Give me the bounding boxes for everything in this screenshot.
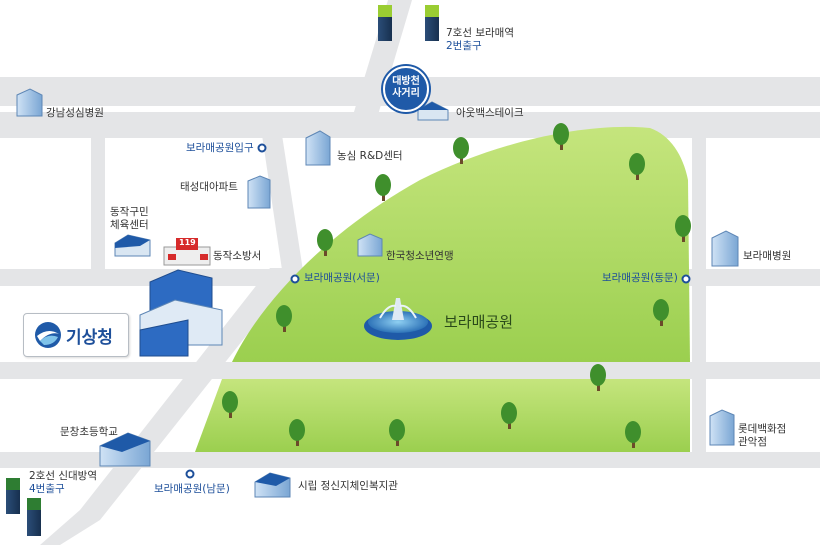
youth-federation-label[interactable]: 한국청소년연맹 <box>386 250 454 262</box>
gangnam-hospital-building-icon <box>16 88 43 117</box>
tree <box>222 391 238 418</box>
school-building-icon <box>99 432 151 467</box>
park-lower-lawn <box>195 379 690 452</box>
entrance-south-marker[interactable] <box>185 469 195 479</box>
sports-center-building-icon <box>114 234 151 257</box>
road-upper <box>0 112 820 138</box>
fire-station-sign: 119 <box>179 238 196 247</box>
agency-building-icon <box>139 269 223 357</box>
station-line7-name: 7호선 보라매역 <box>446 27 514 39</box>
intersection-badge: 대방천 사거리 <box>383 66 429 112</box>
station-line7-icon <box>378 5 439 41</box>
park-name-label[interactable]: 보라매공원 <box>444 313 514 331</box>
entrance-south-label[interactable]: 보라매공원(남문) <box>154 483 230 495</box>
entrance-markers <box>185 143 691 479</box>
lotte-line2: 관악점 <box>738 436 767 448</box>
agency-name: 기상청 <box>66 328 113 348</box>
entrance-main-label[interactable]: 보라매공원입구 <box>186 142 254 154</box>
apartment-building-icon <box>247 175 271 209</box>
lotte-label[interactable]: 롯데백화점 관악점 <box>738 423 786 449</box>
welfare-building-icon <box>254 472 291 498</box>
tree <box>675 215 691 242</box>
tree <box>501 402 517 429</box>
station-line2-exit: 4번출구 <box>29 483 65 495</box>
park-upper-lawn <box>232 126 690 362</box>
tree <box>625 421 641 448</box>
tree <box>317 229 333 256</box>
sports-center-line2: 체육센터 <box>110 219 149 231</box>
taesung-apartment-label[interactable]: 태성대아파트 <box>180 181 238 193</box>
welfare-center-label[interactable]: 시립 정신지체인복지관 <box>298 480 398 492</box>
tree <box>389 419 405 446</box>
boramae-hospital-label[interactable]: 보라매병원 <box>743 250 792 262</box>
school-label[interactable]: 문창초등학교 <box>60 426 118 438</box>
lotte-building-icon <box>709 409 735 446</box>
tree <box>629 153 645 180</box>
fire-station-label[interactable]: 동작소방서 <box>213 250 262 262</box>
road-left-vertical <box>91 138 105 273</box>
road-west-diagonal <box>262 135 306 290</box>
fountain-icon <box>364 298 432 340</box>
fire-station-building-icon <box>163 238 211 266</box>
station-line2-label[interactable]: 2호선 신대방역 4번출구 <box>29 470 97 496</box>
intersection-line2: 사거리 <box>392 88 420 99</box>
station-line2-icon <box>6 478 41 536</box>
lotte-line1: 롯데백화점 <box>738 423 787 435</box>
tree <box>375 174 391 201</box>
tree <box>590 364 606 391</box>
tree <box>453 137 469 164</box>
youth-building-icon <box>357 233 383 257</box>
trees <box>222 123 691 448</box>
station-line2-name: 2호선 신대방역 <box>29 470 97 482</box>
agency-logo-icon <box>35 322 61 348</box>
road-southwest-diagonal <box>40 268 300 545</box>
tree <box>276 305 292 332</box>
nongshim-label[interactable]: 농심 R&D센터 <box>337 150 403 162</box>
sports-center-label[interactable]: 동작구민 체육센터 <box>110 206 149 232</box>
road-top-diagonal <box>350 0 412 125</box>
entrance-east-label[interactable]: 보라매공원(동문) <box>602 272 678 284</box>
outback-building-icon <box>417 101 449 121</box>
outback-label[interactable]: 아웃백스테이크 <box>456 107 524 119</box>
sports-center-line1: 동작구민 <box>110 206 149 218</box>
entrance-west-label[interactable]: 보라매공원(서문) <box>304 272 380 284</box>
intersection-line1: 대방천 <box>392 76 420 87</box>
entrance-main-marker[interactable] <box>257 143 267 153</box>
tree <box>289 419 305 446</box>
road-right-vertical <box>692 138 706 458</box>
station-line7-label[interactable]: 7호선 보라매역 2번출구 <box>446 27 514 53</box>
agency-callout[interactable]: 기상청 <box>23 313 129 357</box>
nongshim-building-icon <box>305 130 331 166</box>
entrance-west-marker[interactable] <box>290 274 300 284</box>
boramae-hospital-building-icon <box>711 230 739 267</box>
entrance-east-marker[interactable] <box>681 274 691 284</box>
station-line7-exit: 2번출구 <box>446 40 482 52</box>
road-bottom <box>0 452 820 468</box>
park-area <box>195 126 690 452</box>
tree <box>653 299 669 326</box>
tree <box>553 123 569 150</box>
gangnam-hospital-label[interactable]: 강남성심병원 <box>46 107 104 119</box>
